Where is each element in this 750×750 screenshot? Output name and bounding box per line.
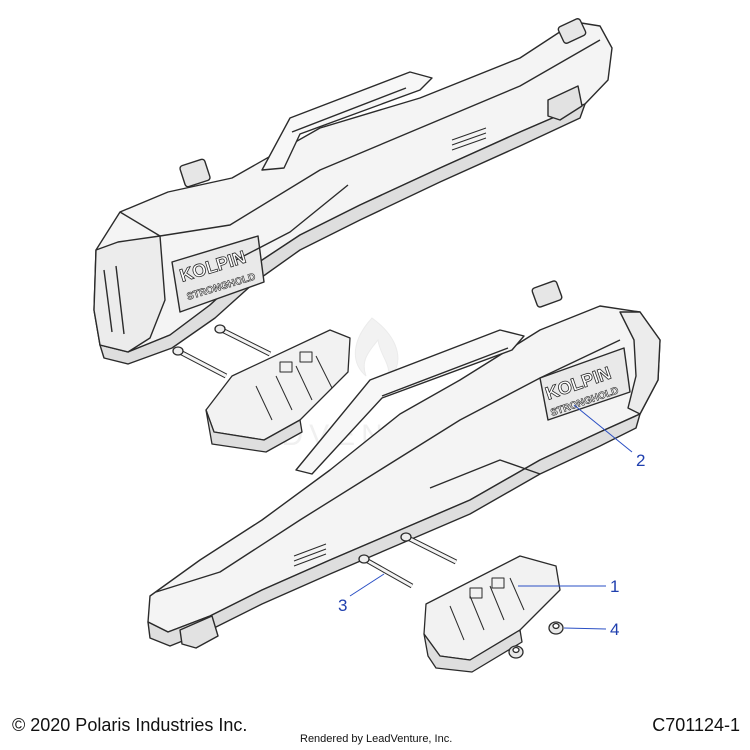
bolt-upper-1	[214, 324, 272, 357]
gun-case-upper	[93, 18, 613, 365]
gun-case-upper-vents	[451, 127, 487, 151]
leader-line-4	[563, 627, 607, 630]
gun-case-lower-logo-panel	[539, 347, 631, 421]
gun-case-lower-handle	[295, 329, 525, 475]
nut-4	[548, 621, 564, 635]
nut-extra	[508, 645, 524, 659]
leader-lines	[349, 404, 633, 630]
leader-line-2	[573, 404, 633, 453]
callout-2[interactable]: 2	[636, 451, 646, 470]
bolt-lower-2	[358, 554, 414, 589]
copyright-text: © 2020 Polaris Industries Inc.	[12, 715, 248, 735]
callout-3[interactable]: 3	[338, 596, 348, 615]
leader-line-3	[349, 573, 385, 597]
bolt-lower-1	[400, 532, 458, 565]
gun-case-upper-latch	[179, 158, 211, 188]
gun-case-lower-vents	[293, 543, 327, 567]
gun-case-lower-rear-block	[619, 311, 661, 415]
mount-bracket-upper	[205, 329, 351, 453]
gun-case-lower	[147, 280, 661, 649]
callout-4[interactable]: 4	[610, 620, 620, 639]
gun-case-upper-handle	[261, 71, 433, 171]
gun-case-lower-underside	[147, 413, 641, 647]
rendered-by-text: Rendered by LeadVenture, Inc.	[300, 733, 453, 745]
gun-case-lower-latch	[531, 280, 563, 308]
callout-1[interactable]: 1	[610, 577, 620, 596]
bolt-upper-2	[172, 346, 228, 379]
gun-case-upper-nose	[93, 235, 166, 353]
gun-case-lower-front-fin	[179, 615, 219, 649]
gun-case-upper-body	[93, 21, 613, 353]
flame-watermark-icon	[354, 317, 399, 382]
gun-case-upper-rear-fin	[547, 85, 583, 121]
part-code: C701124-1	[652, 715, 740, 735]
gun-case-upper-rear-latch	[557, 18, 587, 44]
mount-bracket-lower	[423, 555, 561, 673]
gun-case-upper-logo-panel	[171, 235, 265, 313]
